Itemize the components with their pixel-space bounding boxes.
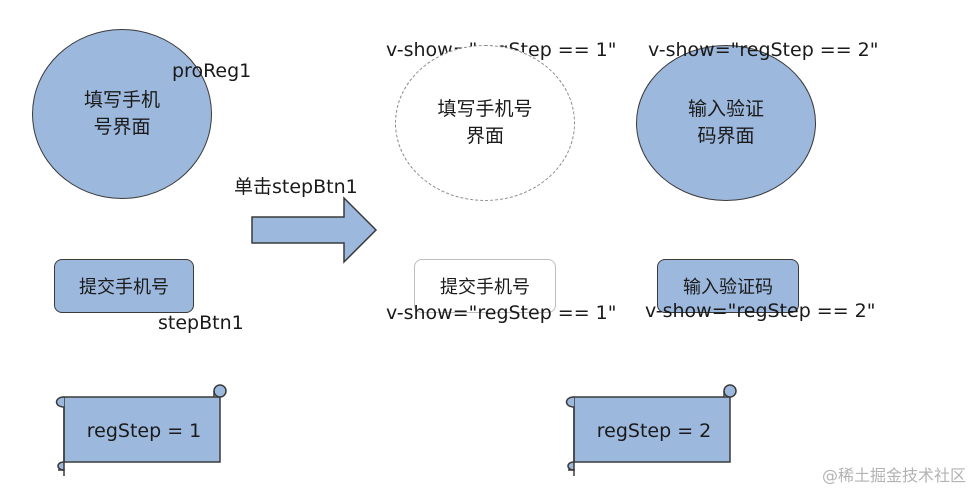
right-arrow-shape	[251, 196, 378, 264]
reg-step-2-label: regStep = 2	[596, 420, 712, 442]
verify-code-page-label: 输入验证 码界面	[687, 98, 764, 147]
right-top-directive: v-show="regStep == 2"	[648, 39, 879, 61]
middle-bottom-directive: v-show="regStep == 1"	[386, 302, 617, 324]
submit-phone-button-label: 提交手机号	[79, 277, 169, 298]
phone-input-page-circle-outline: 填写手机号 界面	[395, 45, 575, 201]
enter-code-button-label: 输入验证码	[683, 277, 773, 298]
phone-input-page-circle: 填写手机 号界面	[32, 29, 212, 199]
verify-code-page-circle: 输入验证 码界面	[636, 45, 816, 201]
reg-step-1-label: regStep = 1	[86, 420, 202, 442]
submit-phone-button[interactable]: 提交手机号	[54, 259, 194, 313]
phone-input-page-outline-label: 填写手机号 界面	[437, 98, 533, 147]
right-bottom-directive: v-show="regStep == 2"	[645, 300, 876, 322]
button-id-label: stepBtn1	[158, 312, 244, 334]
arrow-label: 单击stepBtn1	[234, 176, 358, 198]
submit-phone-button-outline-label: 提交手机号	[440, 277, 530, 298]
submit-phone-button-outline[interactable]: 提交手机号	[414, 259, 556, 313]
phone-input-page-label: 填写手机 号界面	[83, 89, 160, 138]
scroll-shape-right	[565, 384, 737, 476]
enter-code-button[interactable]: 输入验证码	[657, 259, 799, 313]
scroll-shape-left	[55, 384, 227, 476]
circle-id-label: proReg1	[172, 60, 252, 82]
watermark: @稀土掘金技术社区	[821, 466, 966, 485]
